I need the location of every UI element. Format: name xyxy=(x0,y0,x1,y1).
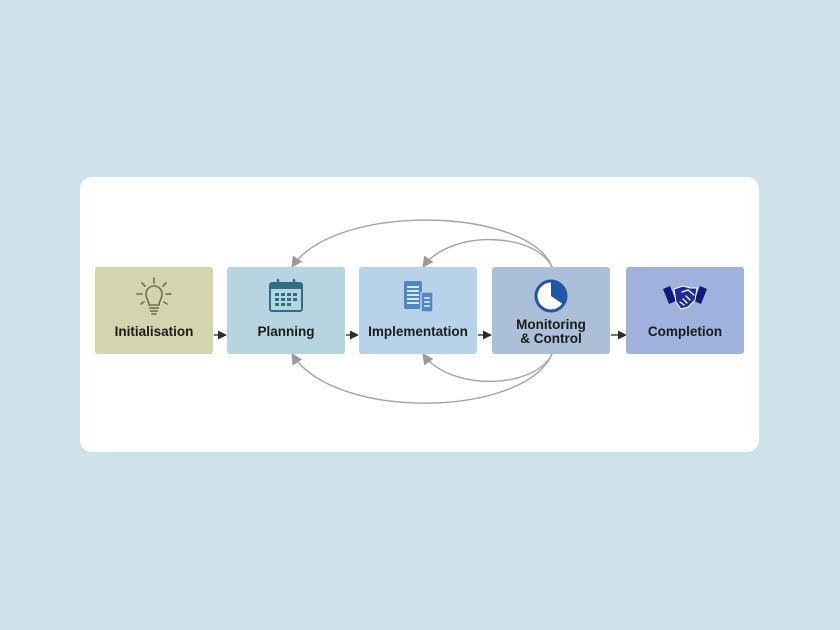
stage-initialisation: Initialisation xyxy=(95,267,213,354)
loop-monitoring-planning-bottom xyxy=(291,353,553,404)
stage-planning: Planning xyxy=(227,267,345,354)
flow-connectors xyxy=(214,219,627,404)
loop-monitoring-planning-top xyxy=(291,219,553,268)
loop-monitoring-implementation-top xyxy=(422,238,553,268)
stage-label-monitoring-line1: Monitoring xyxy=(516,317,586,332)
stage-label-initialisation: Initialisation xyxy=(114,324,194,339)
stage-label-monitoring-control: Monitoring & Control xyxy=(492,318,610,346)
stage-implementation: Implementation xyxy=(359,267,477,354)
stage-label-implementation: Implementation xyxy=(368,324,468,339)
documents-icon xyxy=(359,277,477,322)
stage-label-planning: Planning xyxy=(257,324,315,339)
stage-label-completion: Completion xyxy=(647,324,723,339)
stage-label-monitoring-line2: & Control xyxy=(520,331,582,346)
lightbulb-icon xyxy=(95,277,213,322)
handshake-icon xyxy=(626,277,744,322)
stage-monitoring-control: Monitoring & Control xyxy=(492,267,610,354)
stage-completion: Completion xyxy=(626,267,744,354)
calendar-icon xyxy=(227,277,345,322)
diagram-card: Initialisation Planning xyxy=(80,177,759,452)
loop-monitoring-implementation-bottom xyxy=(422,353,553,383)
pie-chart-icon xyxy=(492,277,610,322)
